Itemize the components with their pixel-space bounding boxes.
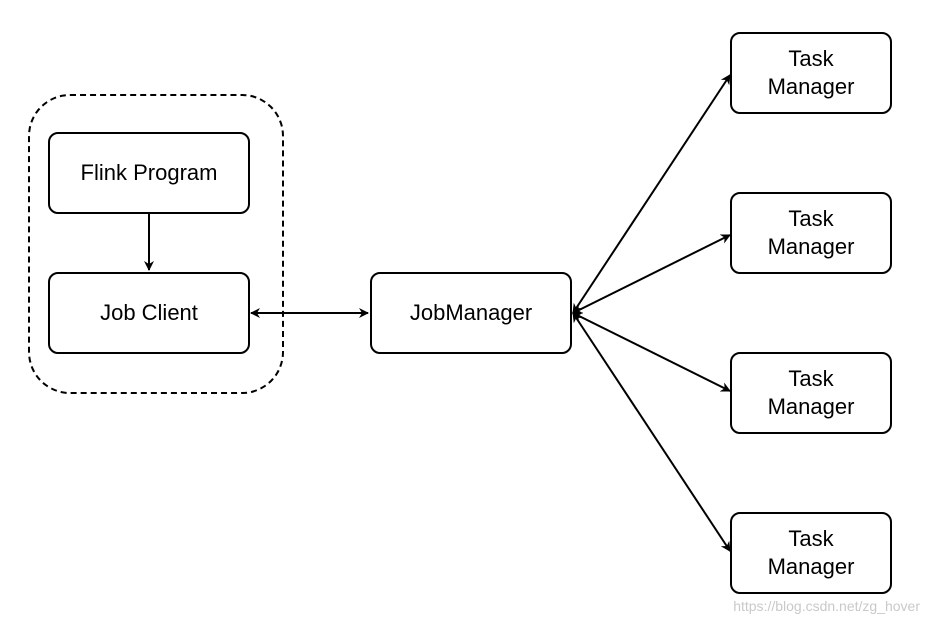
task-manager-node-2: Task Manager — [730, 192, 892, 274]
edge-job-manager-to-task-manager-1 — [572, 74, 731, 314]
task-manager-4-label: Task Manager — [768, 525, 855, 581]
task-manager-1-line1: Task — [788, 46, 834, 71]
task-manager-3-line1: Task — [788, 366, 834, 391]
flink-program-label: Flink Program — [80, 160, 218, 185]
task-manager-1-label: Task Manager — [768, 45, 855, 101]
task-manager-2-line1: Task — [788, 206, 834, 231]
task-manager-node-3: Task Manager — [730, 352, 892, 434]
task-manager-node-1: Task Manager — [730, 32, 892, 114]
task-manager-2-line2: Manager — [767, 234, 855, 259]
task-manager-4-line2: Manager — [767, 554, 855, 579]
task-manager-1-line2: Manager — [767, 74, 855, 99]
task-manager-3-line2: Manager — [767, 394, 855, 419]
task-manager-4-line1: Task — [788, 526, 834, 551]
job-client-label: Job Client — [100, 300, 198, 325]
edge-job-manager-to-task-manager-4 — [572, 312, 731, 552]
job-manager-label: JobManager — [409, 300, 533, 325]
task-manager-3-label: Task Manager — [768, 365, 855, 421]
task-manager-2-label: Task Manager — [768, 205, 855, 261]
watermark-text: https://blog.csdn.net/zg_hover — [733, 598, 920, 614]
edge-job-manager-to-task-manager-2 — [572, 234, 731, 314]
job-manager-node: JobManager — [370, 272, 572, 354]
client-group-boundary — [28, 94, 284, 394]
job-client-node: Job Client — [48, 272, 250, 354]
task-manager-node-4: Task Manager — [730, 512, 892, 594]
flink-program-node: Flink Program — [48, 132, 250, 214]
edge-job-manager-to-task-manager-3 — [572, 312, 731, 392]
